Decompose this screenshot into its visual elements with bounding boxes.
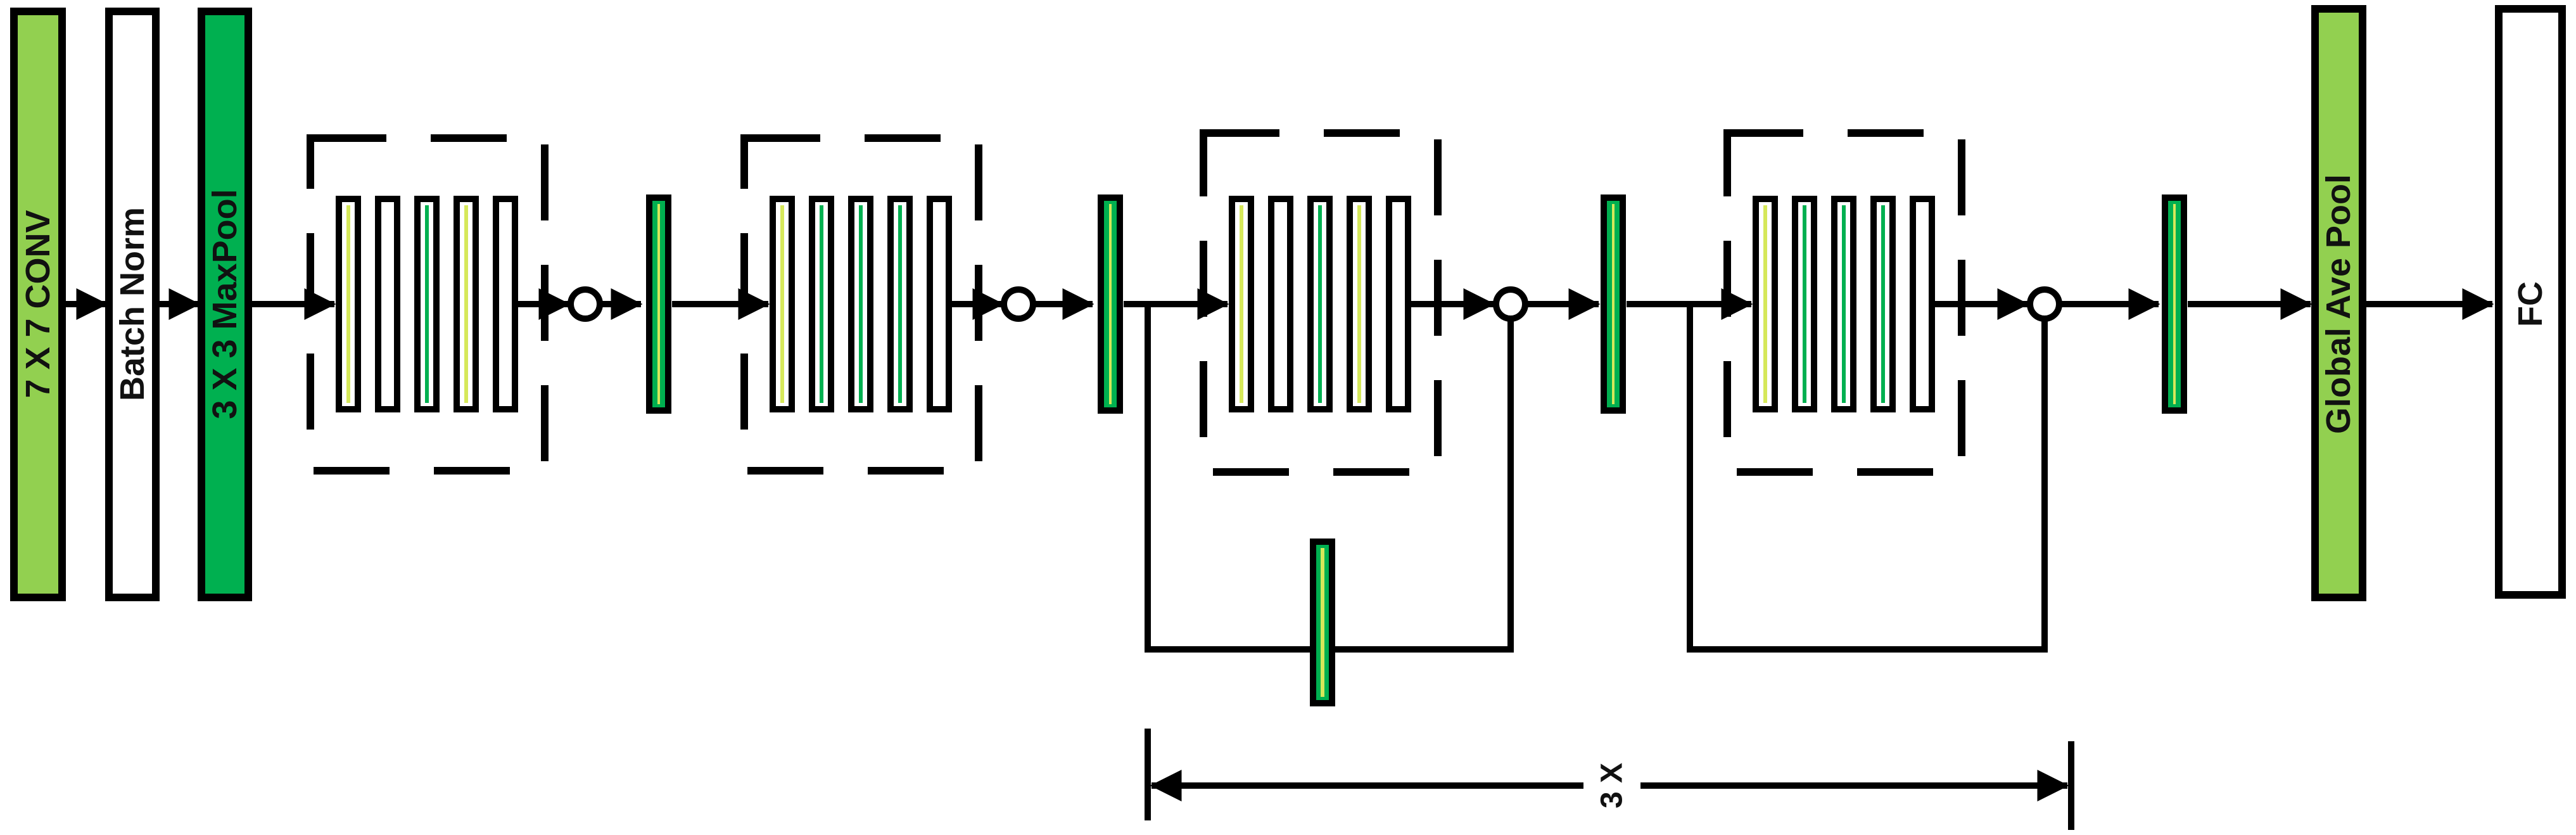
maxpool-label: 3 X 3 MaxPool: [206, 189, 244, 419]
block3-layer-5: [1386, 196, 1411, 412]
fc-block: FC: [2495, 5, 2566, 599]
sum-node-2: [1001, 286, 1036, 322]
block4-layer-5: [1910, 196, 1935, 412]
residual-block-1: [307, 134, 549, 475]
sum-node-3: [1493, 286, 1528, 322]
fc-label: FC: [2511, 281, 2549, 327]
block1-layer-2: [375, 196, 400, 412]
batch-norm-label: Batch Norm: [113, 207, 151, 401]
transition-layer-4: [2162, 194, 2187, 414]
block1-layer-5: [493, 196, 518, 412]
global-ave-pool-box: [2311, 5, 2366, 601]
projection-layer: [1310, 539, 1335, 706]
repeat-bracket: 3 X: [1145, 729, 2074, 830]
batch-norm-block: Batch Norm: [105, 8, 160, 601]
conv-7x7-block: 7 X 7 CONV: [10, 8, 66, 601]
global-ave-pool-block: Global Ave Pool: [2311, 5, 2366, 601]
transition-layer-3: [1601, 194, 1626, 414]
sum-node-1: [568, 286, 603, 322]
residual-block-2: [740, 134, 982, 475]
transition-layer-1: [646, 194, 671, 414]
conv-7x7-box: [10, 8, 66, 601]
sum-node-4: [2027, 286, 2062, 322]
conv-7x7-label: 7 X 7 CONV: [19, 210, 57, 398]
residual-block-3: [1200, 129, 1442, 476]
repeat-label: 3 X: [1596, 763, 1629, 808]
block2-layer-5: [927, 196, 952, 412]
maxpool-box: [198, 8, 252, 601]
fc-box: [2495, 5, 2566, 599]
transition-layer-2: [1098, 194, 1123, 414]
block3-layer-2: [1268, 196, 1293, 412]
shortcut-path-2: [1687, 304, 2048, 653]
maxpool-block: 3 X 3 MaxPool: [198, 8, 252, 601]
batch-norm-box: [105, 8, 160, 601]
global-ave-pool-label: Global Ave Pool: [2319, 174, 2357, 434]
residual-block-4: [1723, 129, 1965, 476]
